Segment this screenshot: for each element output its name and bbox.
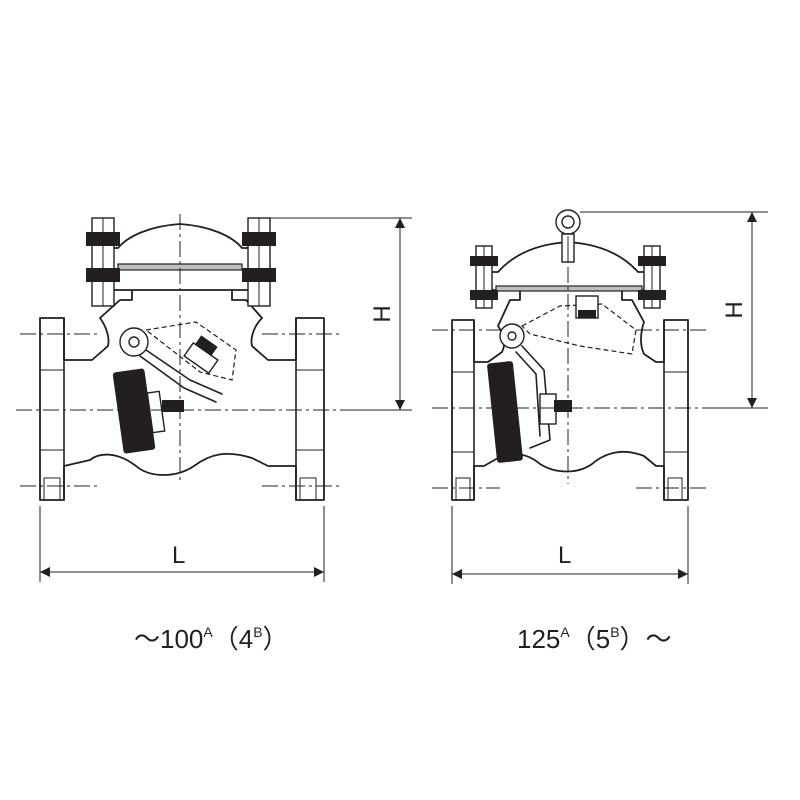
bonnet-bolt-left — [470, 245, 498, 309]
bonnet-bolt-right — [638, 245, 666, 309]
dimension-h-left: H — [264, 217, 412, 411]
valve-body — [39, 229, 325, 501]
caption-size-inch: （4 — [212, 624, 254, 654]
caption-suffix: ） — [262, 624, 289, 654]
dimension-l-right: L — [451, 506, 689, 584]
disc-nut — [183, 335, 219, 375]
size-caption-large: 125A（5B）～ — [517, 624, 672, 654]
caption-unit-b: B — [610, 624, 620, 640]
size-caption-small: ～100A（4B） — [134, 624, 289, 654]
caption-unit-a: A — [203, 624, 213, 640]
valve-disc — [112, 368, 184, 454]
hinge-pin — [119, 327, 149, 357]
height-label: H — [369, 305, 396, 322]
valve-view-large — [432, 209, 708, 501]
caption-size: 125 — [517, 624, 561, 654]
bonnet-bolt-left — [86, 217, 120, 307]
valve-view-small — [16, 214, 346, 501]
dimension-l-left: L — [39, 506, 325, 582]
length-label: L — [558, 542, 571, 569]
caption-suffix: ）～ — [619, 624, 672, 654]
hinge-pin — [499, 323, 525, 349]
length-label: L — [172, 542, 185, 569]
caption-unit-b: B — [253, 624, 263, 640]
disc-nut — [575, 295, 599, 319]
dimension-h-right: H — [580, 211, 768, 409]
caption-size: ～100 — [134, 624, 204, 654]
height-label: H — [721, 301, 748, 318]
valve-disc — [487, 361, 572, 463]
caption-size-inch: （5 — [569, 624, 611, 654]
bonnet-bolt-right — [242, 217, 276, 307]
caption-unit-a: A — [560, 624, 570, 640]
